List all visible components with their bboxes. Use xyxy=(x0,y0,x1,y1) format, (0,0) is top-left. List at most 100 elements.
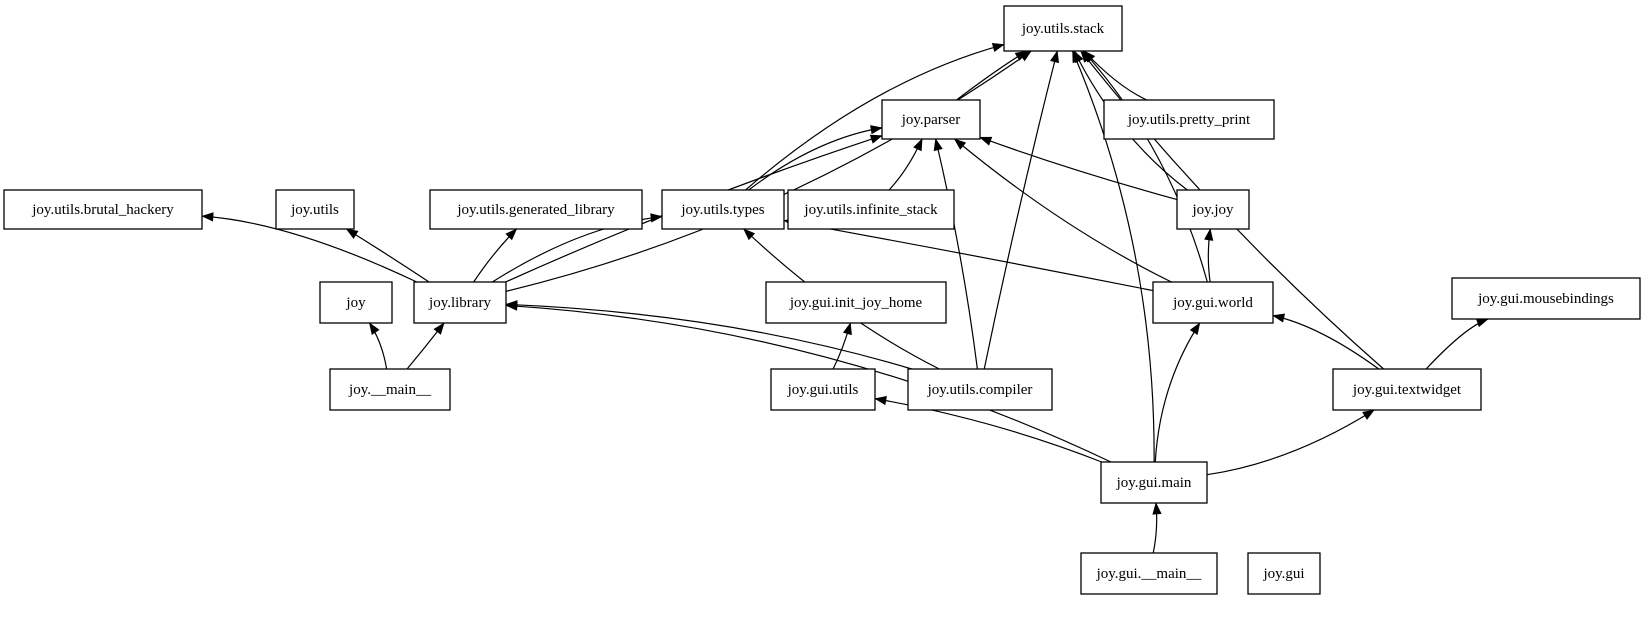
edge-arrowhead xyxy=(505,301,518,311)
node-box[interactable] xyxy=(1451,277,1641,320)
node-box[interactable] xyxy=(661,189,785,230)
graph-node[interactable]: joy.joy xyxy=(1176,189,1250,230)
edge-arrowhead xyxy=(869,134,883,144)
node-label: joy.gui.textwidget xyxy=(1352,382,1462,398)
node-label: joy.utils.pretty_print xyxy=(1127,112,1251,128)
edge-arrowhead xyxy=(743,228,756,241)
node-box[interactable] xyxy=(1332,368,1482,411)
graph-node[interactable]: joy.utils.compiler xyxy=(907,368,1053,411)
edge-arrowhead xyxy=(1189,322,1201,336)
node-box[interactable] xyxy=(1103,99,1275,140)
node-box[interactable] xyxy=(275,189,355,230)
edge-arrowhead xyxy=(953,138,967,150)
node-label: joy.parser xyxy=(901,112,961,128)
graph-node[interactable]: joy.utils.infinite_stack xyxy=(787,189,955,230)
node-box[interactable] xyxy=(770,368,876,411)
edge-arrowhead xyxy=(991,43,1005,52)
node-box[interactable] xyxy=(319,281,393,324)
graph-node[interactable]: joy.gui xyxy=(1247,552,1321,595)
edge-arrowhead xyxy=(842,322,852,336)
graph-edge xyxy=(956,50,1028,101)
graph-node[interactable]: joy.utils xyxy=(275,189,355,230)
edge-arrowhead xyxy=(505,228,518,241)
node-label: joy.gui.__main__ xyxy=(1096,566,1202,582)
node-label: joy.gui.main xyxy=(1116,475,1192,491)
graph-node[interactable]: joy.gui.mousebindings xyxy=(1451,277,1641,320)
node-box[interactable] xyxy=(413,281,507,324)
node-box[interactable] xyxy=(1003,5,1123,52)
edge-arrowhead xyxy=(201,212,214,222)
graph-edge xyxy=(1206,409,1375,476)
edge-arrowhead xyxy=(1362,409,1375,420)
graph-node[interactable]: joy.gui.init_joy_home xyxy=(765,281,947,324)
edge-arrowhead xyxy=(1072,50,1082,64)
graph-edge xyxy=(983,50,1058,370)
graph-node[interactable]: joy.utils.brutal_hackery xyxy=(3,189,203,230)
node-box[interactable] xyxy=(907,368,1053,411)
graph-edge xyxy=(783,219,1154,292)
node-label: joy.__main__ xyxy=(348,382,431,398)
node-box[interactable] xyxy=(1152,281,1274,324)
node-label: joy.utils.generated_library xyxy=(456,202,615,218)
node-box[interactable] xyxy=(765,281,947,324)
graph-node[interactable]: joy.utils.stack xyxy=(1003,5,1123,52)
node-box[interactable] xyxy=(329,368,451,411)
graph-node[interactable]: joy.__main__ xyxy=(329,368,451,411)
graph-node[interactable]: joy.gui.utils xyxy=(770,368,876,411)
graph-node[interactable]: joy xyxy=(319,281,393,324)
edge-arrowhead xyxy=(345,228,359,239)
edge-arrowhead xyxy=(874,396,887,406)
graph-edge xyxy=(979,136,1178,201)
graph-edge xyxy=(505,303,912,370)
node-label: joy.utils xyxy=(290,202,339,218)
node-label: joy.utils.types xyxy=(680,202,764,218)
graph-edge xyxy=(1071,50,1155,463)
node-label: joy.gui xyxy=(1262,566,1304,582)
graph-node[interactable]: joy.utils.generated_library xyxy=(429,189,643,230)
edge-arrowhead xyxy=(979,136,993,146)
node-box[interactable] xyxy=(1080,552,1218,595)
graph-edge xyxy=(1272,315,1380,370)
graph-node[interactable]: joy.gui.textwidget xyxy=(1332,368,1482,411)
edge-arrowhead xyxy=(1152,502,1162,515)
edge-arrowhead xyxy=(870,125,883,135)
node-label: joy.gui.init_joy_home xyxy=(789,295,923,311)
node-label: joy.utils.stack xyxy=(1021,21,1105,37)
node-layer: joy.utils.stack joy.parser joy.utils.prett… xyxy=(3,5,1641,595)
node-label: joy.library xyxy=(428,295,491,311)
node-box[interactable] xyxy=(3,189,203,230)
graph-edge xyxy=(748,127,883,191)
graph-node[interactable]: joy.gui.world xyxy=(1152,281,1274,324)
node-box[interactable] xyxy=(881,99,981,140)
node-box[interactable] xyxy=(1247,552,1321,595)
node-label: joy.utils.infinite_stack xyxy=(803,202,938,218)
node-label: joy.utils.brutal_hackery xyxy=(31,202,174,218)
node-box[interactable] xyxy=(1176,189,1250,230)
graph-edge xyxy=(201,215,418,283)
node-label: joy.joy xyxy=(1191,202,1234,218)
node-box[interactable] xyxy=(1100,461,1208,504)
node-label: joy.gui.utils xyxy=(787,382,859,398)
graph-edge xyxy=(346,228,430,283)
edge-arrowhead xyxy=(1272,313,1286,323)
graph-edge xyxy=(1082,50,1208,283)
graph-node[interactable]: joy.gui.main xyxy=(1100,461,1208,504)
graph-node[interactable]: joy.utils.types xyxy=(661,189,785,230)
node-box[interactable] xyxy=(787,189,955,230)
edge-layer xyxy=(201,43,1489,554)
node-label: joy xyxy=(345,295,366,311)
node-label: joy.gui.mousebindings xyxy=(1477,291,1614,307)
graph-node[interactable]: joy.library xyxy=(413,281,507,324)
graph-edge xyxy=(874,398,1102,463)
node-label: joy.gui.world xyxy=(1172,295,1253,311)
graph-edge xyxy=(954,138,1172,283)
edge-arrowhead xyxy=(433,322,445,335)
graph-node[interactable]: joy.utils.pretty_print xyxy=(1103,99,1275,140)
graph-node[interactable]: joy.parser xyxy=(881,99,981,140)
node-box[interactable] xyxy=(429,189,643,230)
node-label: joy.utils.compiler xyxy=(927,382,1033,398)
edge-arrowhead xyxy=(933,138,943,152)
edge-arrowhead xyxy=(369,322,380,335)
graph-node[interactable]: joy.gui.__main__ xyxy=(1080,552,1218,595)
graph-edge xyxy=(505,304,1112,463)
